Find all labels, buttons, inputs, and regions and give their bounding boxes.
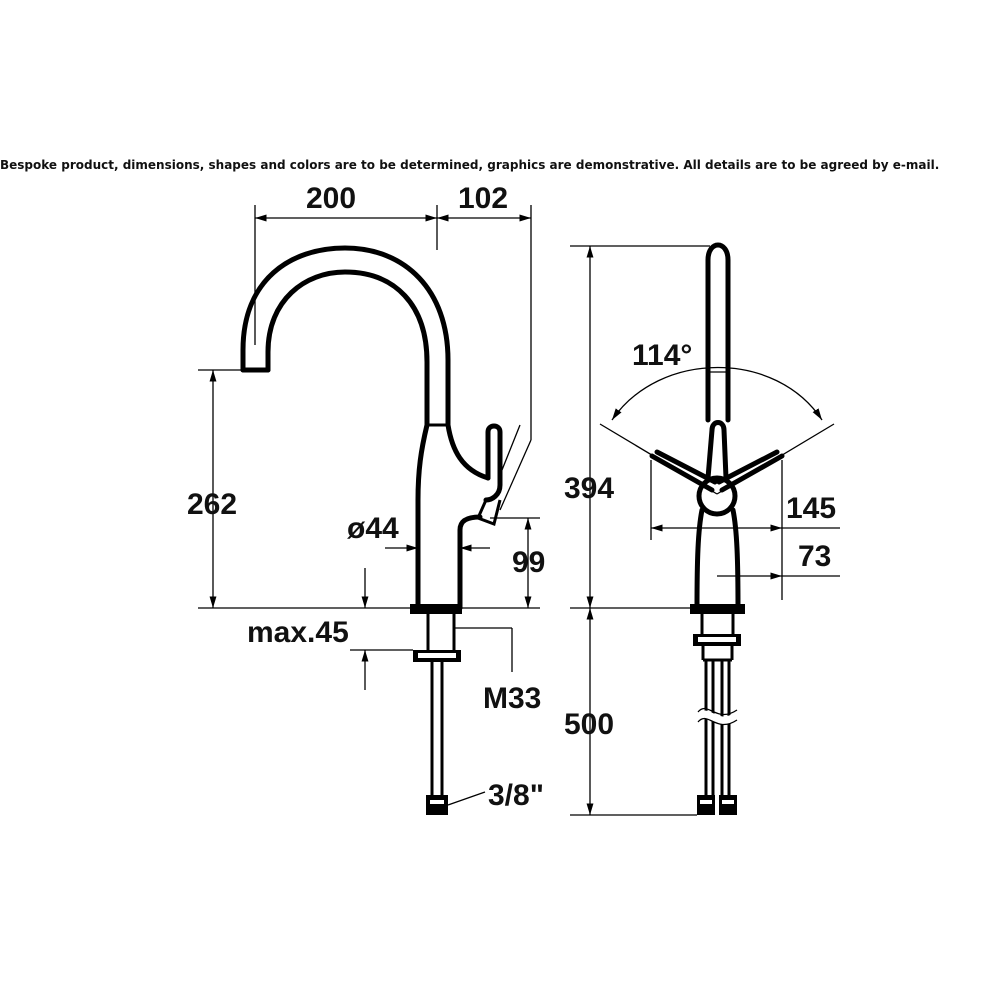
dim-total-height-label: 394 [564,472,614,505]
dim-diameter-label: ø44 [347,512,399,545]
dim-spout-height-label: 262 [187,488,237,521]
disclaimer-note: Bespoke product, dimensions, shapes and … [0,158,940,172]
dim-lever-offset-label: 102 [458,182,508,215]
dim-thread-label: M33 [483,682,541,715]
dim-connection-label: 3/8" [488,779,544,812]
dim-max-thickness-label: max.45 [247,616,349,649]
dim-reach-label: 200 [306,182,356,215]
dim-lever-width-label: 145 [786,492,836,525]
dim-half-width-label: 73 [798,540,831,573]
dim-lever-height-label: 99 [512,546,545,579]
dim-swivel-angle-label: 114° [632,339,692,372]
dim-hose-length-label: 500 [564,708,614,741]
side-view-faucet [240,245,503,815]
front-view-faucet [690,242,745,815]
side-view-dimensions [198,205,540,806]
front-view-dimensions [570,245,840,816]
